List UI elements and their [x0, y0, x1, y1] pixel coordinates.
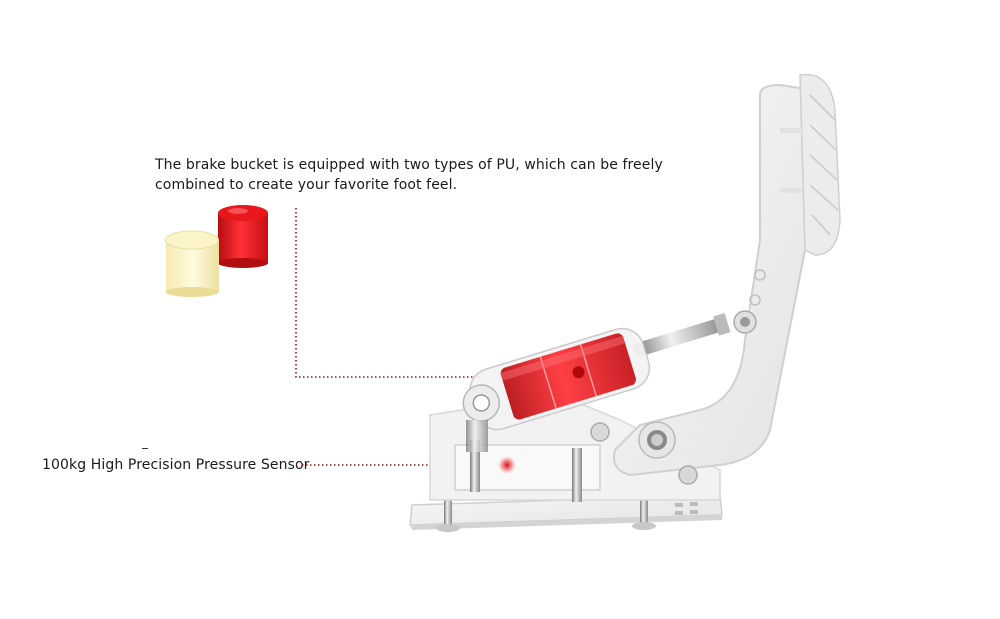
sensor-label-text: 100kg High Precision Pressure Sensor — [42, 457, 310, 473]
divider-mark — [142, 448, 148, 449]
base-plate — [409, 493, 723, 532]
pressure-sensor-block — [454, 440, 601, 502]
brake-cylinder — [462, 312, 731, 431]
leader-line-pu — [295, 208, 575, 378]
pressure-sensor-dot-icon — [498, 456, 516, 474]
pu-description-text: The brake bucket is equipped with two ty… — [155, 157, 663, 193]
red-pu-cylinder-icon — [218, 205, 268, 268]
yellow-pu-cylinder-icon — [165, 230, 219, 297]
pedal-arm — [590, 73, 841, 485]
